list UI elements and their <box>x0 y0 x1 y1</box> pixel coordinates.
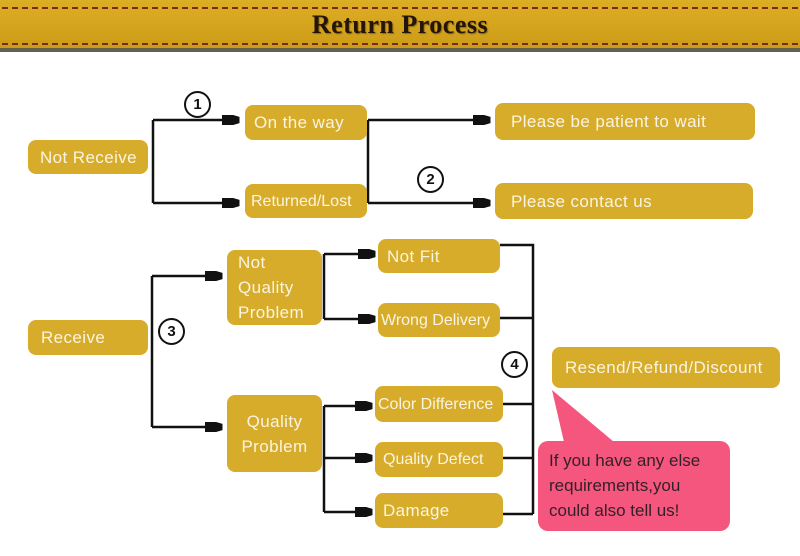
bubble-line: requirements,you <box>549 476 681 495</box>
node-label: Receive <box>41 328 106 347</box>
node-resend-refund-discount: Resend/Refund/Discount <box>552 347 780 388</box>
node-label: Resend/Refund/Discount <box>565 358 763 377</box>
node-not-receive: Not Receive <box>28 140 148 174</box>
step-badge-1: 1 <box>184 91 211 118</box>
node-damage: Damage <box>375 493 503 528</box>
flowchart: Not Receive On the way Returned/Lost Ple… <box>0 56 800 556</box>
step-badge-3: 3 <box>158 318 185 345</box>
node-label: On the way <box>254 113 344 132</box>
step-badge-2: 2 <box>417 166 444 193</box>
node-label: Returned/Lost <box>251 192 352 210</box>
node-label: Quality Problem <box>241 411 308 456</box>
bubble-tail <box>552 390 614 442</box>
node-wrong-delivery: Wrong Delivery <box>378 303 500 337</box>
node-label: Damage <box>383 501 450 520</box>
node-please-contact-us: Please contact us <box>495 183 753 219</box>
node-label: Quality Defect <box>383 451 484 468</box>
bubble-line: If you have any else <box>549 451 701 470</box>
bubble-line: could also tell us! <box>549 501 680 520</box>
node-label: Color Difference <box>378 395 494 413</box>
stitch-line-top <box>2 7 798 9</box>
node-label: Wrong Delivery <box>381 311 491 329</box>
node-label: Not Receive <box>40 147 137 167</box>
stitch-line-bottom <box>2 43 798 45</box>
node-quality-defect: Quality Defect <box>375 442 503 477</box>
node-returned-lost: Returned/Lost <box>245 184 367 218</box>
page-title: Return Process <box>311 10 489 39</box>
node-on-the-way: On the way <box>245 105 367 140</box>
node-quality-problem: Quality Problem <box>227 395 322 472</box>
node-not-quality-problem: Not Quality Problem <box>227 250 322 325</box>
node-label: Not Quality Problem <box>238 253 305 322</box>
node-label: Not Fit <box>387 246 440 266</box>
header-banner: Return Process <box>0 0 800 52</box>
node-color-difference: Color Difference <box>375 386 503 422</box>
speech-bubble: If you have any else requirements,you co… <box>538 441 730 531</box>
wire-group <box>150 120 535 514</box>
node-not-fit: Not Fit <box>378 239 500 273</box>
node-please-wait: Please be patient to wait <box>495 103 755 140</box>
node-label: Please contact us <box>511 191 652 211</box>
node-label: Please be patient to wait <box>511 112 707 131</box>
step-badge-4: 4 <box>501 351 528 378</box>
node-receive: Receive <box>28 320 148 355</box>
